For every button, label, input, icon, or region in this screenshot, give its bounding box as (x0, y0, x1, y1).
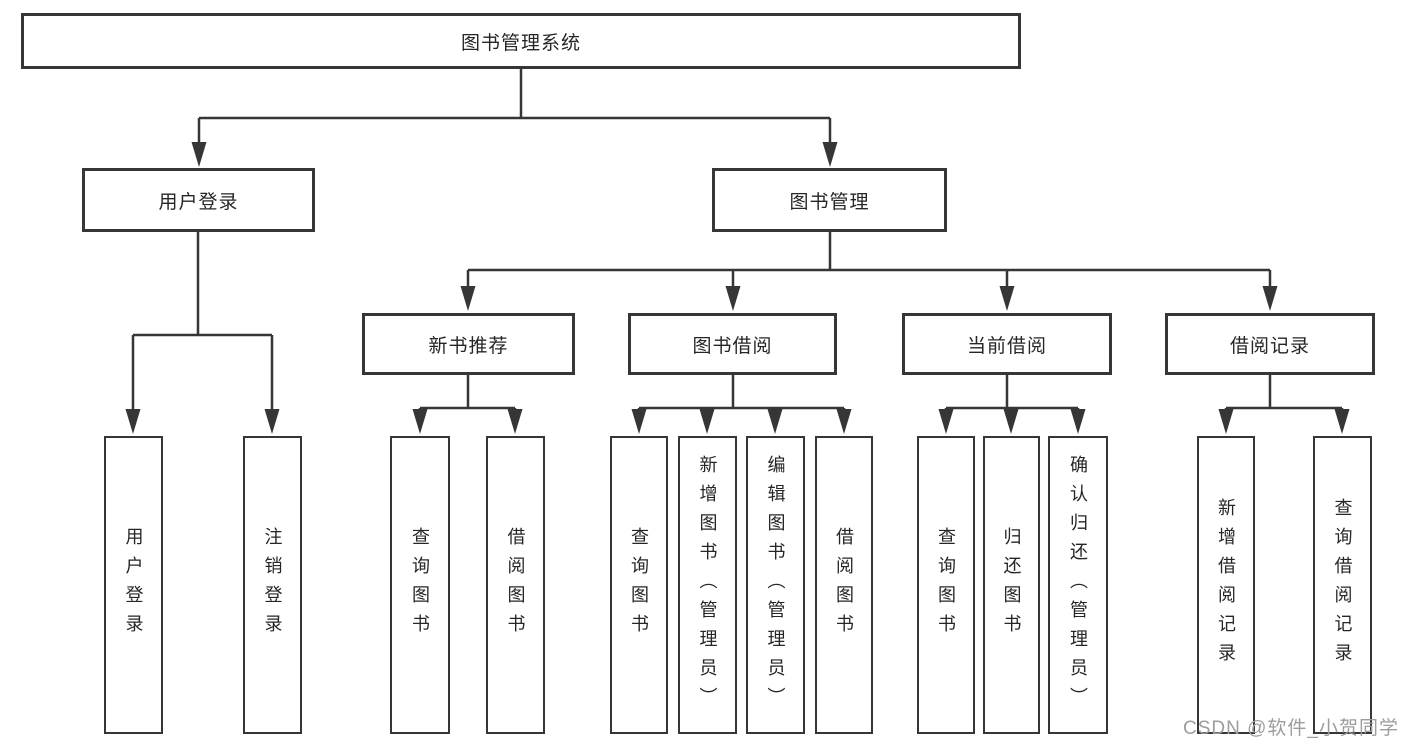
leaf-label: 借阅图书 (505, 527, 526, 643)
leaf-add-borrow-record: 新增借阅记录 (1197, 436, 1255, 734)
node-root: 图书管理系统 (21, 13, 1021, 69)
node-label: 当前借阅 (966, 335, 1047, 357)
leaf-logout: 注销登录 (243, 436, 302, 734)
node-book-management: 图书管理 (712, 168, 947, 232)
node-current-borrowing: 当前借阅 (902, 313, 1112, 375)
leaf-label: 注销登录 (262, 527, 283, 643)
leaf-query-books-recommend: 查询图书 (390, 436, 450, 734)
node-label: 借阅记录 (1229, 335, 1310, 357)
leaf-add-books-admin: 新增图书（管理员） (678, 436, 737, 734)
leaf-edit-books-admin: 编辑图书（管理员） (746, 436, 805, 734)
node-user-login: 用户登录 (82, 168, 315, 232)
leaf-label: 借阅图书 (834, 527, 854, 643)
leaf-label: 新增借阅记录 (1216, 498, 1236, 672)
node-label: 新书推荐 (428, 335, 509, 357)
leaf-label: 确认归还（管理员） (1068, 454, 1088, 716)
leaf-label: 查询图书 (936, 527, 956, 643)
leaf-borrow-books-recommend: 借阅图书 (486, 436, 545, 734)
node-label: 图书管理系统 (460, 32, 581, 54)
leaf-user-login: 用户登录 (104, 436, 163, 734)
leaf-query-books-borrowing: 查询图书 (610, 436, 668, 734)
node-borrow-records: 借阅记录 (1165, 313, 1375, 375)
leaf-label: 归还图书 (1001, 527, 1022, 643)
leaf-return-books: 归还图书 (983, 436, 1040, 734)
node-label: 图书借阅 (692, 335, 773, 357)
leaf-label: 新增图书（管理员） (697, 454, 718, 716)
node-new-book-recommend: 新书推荐 (362, 313, 575, 375)
watermark: CSDN @软件_小贺同学 (1183, 718, 1399, 739)
leaf-query-borrow-record: 查询借阅记录 (1313, 436, 1372, 734)
node-label: 图书管理 (789, 191, 870, 213)
leaf-label: 查询图书 (410, 527, 430, 643)
leaf-label: 用户登录 (123, 527, 144, 643)
leaf-confirm-return-admin: 确认归还（管理员） (1048, 436, 1108, 734)
node-label: 用户登录 (158, 191, 239, 213)
node-book-borrowing: 图书借阅 (628, 313, 837, 375)
leaf-borrow-books-borrowing: 借阅图书 (815, 436, 873, 734)
leaf-label: 查询借阅记录 (1332, 498, 1353, 672)
leaf-label: 编辑图书（管理员） (765, 454, 786, 716)
leaf-label: 查询图书 (629, 527, 649, 643)
leaf-query-books-current: 查询图书 (917, 436, 975, 734)
